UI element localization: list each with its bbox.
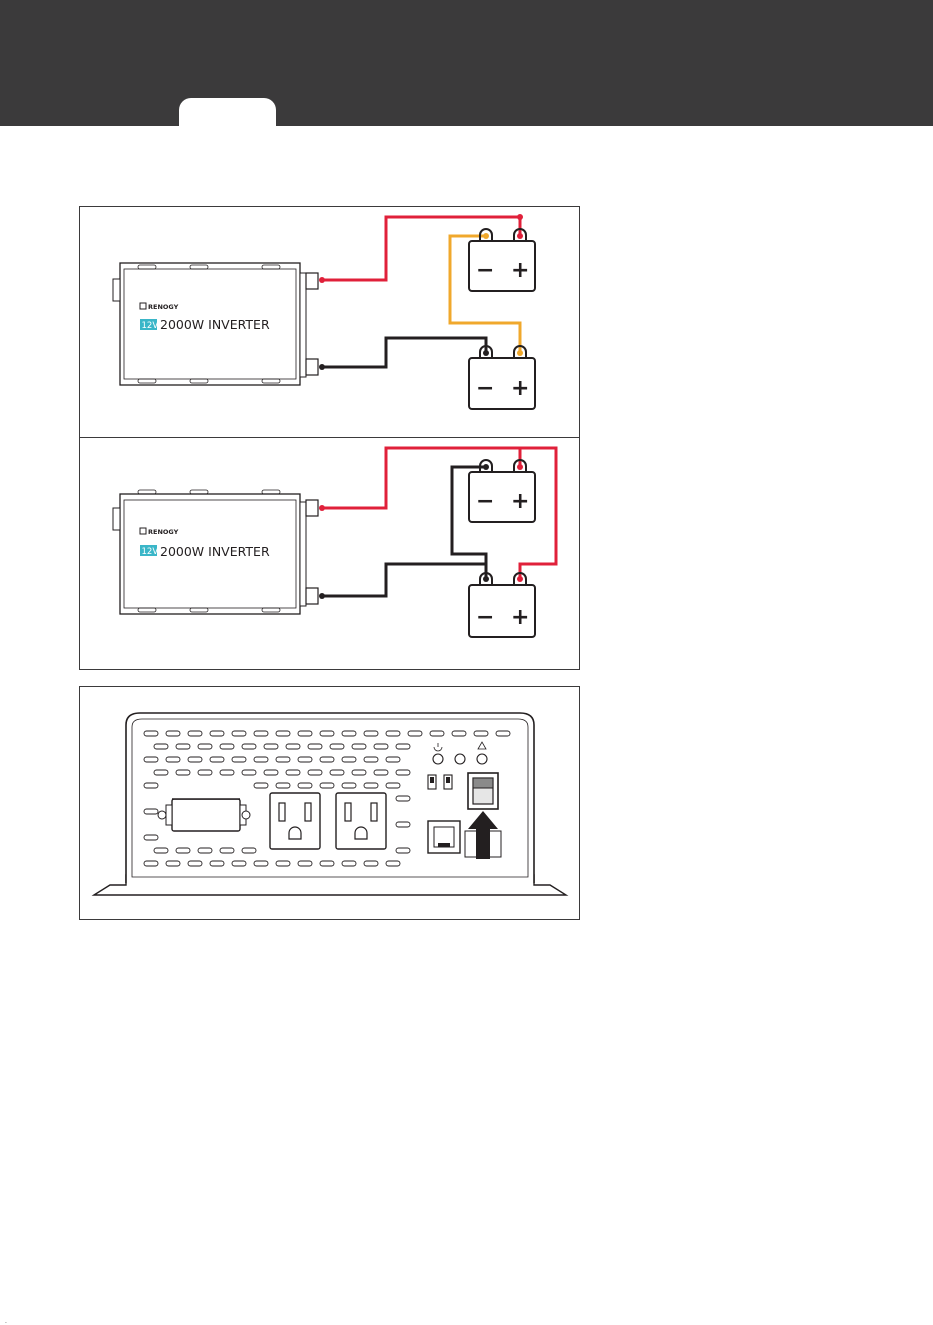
battery-positive-sign: + (511, 376, 529, 401)
battery-2: − + (469, 573, 535, 637)
battery-1: − + (469, 460, 535, 522)
series-connection-diagram: RENOGY 12V 2000W INVERTER − + (80, 207, 581, 439)
battery-negative-sign: − (476, 376, 494, 401)
series-connection-panel: RENOGY 12V 2000W INVERTER − + (79, 206, 580, 438)
negative-wire (322, 564, 486, 596)
voltage-badge-text: 12V (142, 321, 159, 331)
battery-negative-sign: − (476, 258, 494, 283)
battery-negative-sign: − (476, 605, 494, 630)
inverter-model-label: 2000W INVERTER (160, 317, 270, 332)
rj45-port-icon (428, 821, 460, 853)
battery-negative-sign: − (476, 489, 494, 514)
inverter-unit: RENOGY 12V 2000W INVERTER (113, 263, 325, 385)
battery-positive-sign: + (511, 605, 529, 630)
negative-wire (322, 338, 486, 367)
ac-outlet-icon (336, 793, 386, 849)
parallel-connection-panel: RENOGY 12V 2000W INVERTER − + (79, 437, 580, 670)
ac-outlet-icon (270, 793, 320, 849)
brand-label: RENOGY (148, 303, 179, 311)
header-tab (179, 98, 276, 128)
battery-2: − + (469, 346, 535, 409)
inverter-front-view (80, 687, 581, 921)
status-led (455, 754, 465, 764)
battery-positive-sign: + (511, 489, 529, 514)
on-off-switch-icon[interactable] (468, 773, 498, 809)
inverter-model-label: 2000W INVERTER (160, 544, 270, 559)
parallel-connection-diagram: RENOGY 12V 2000W INVERTER − + (80, 438, 581, 671)
inverter-front-panel (79, 686, 580, 920)
inverter-unit: RENOGY 12V 2000W INVERTER (113, 490, 325, 614)
page-header-bar (0, 0, 933, 126)
battery-1: − + (469, 229, 535, 291)
voltage-badge-text: 12V (142, 547, 159, 557)
battery-positive-sign: + (511, 258, 529, 283)
brand-label: RENOGY (148, 528, 179, 536)
